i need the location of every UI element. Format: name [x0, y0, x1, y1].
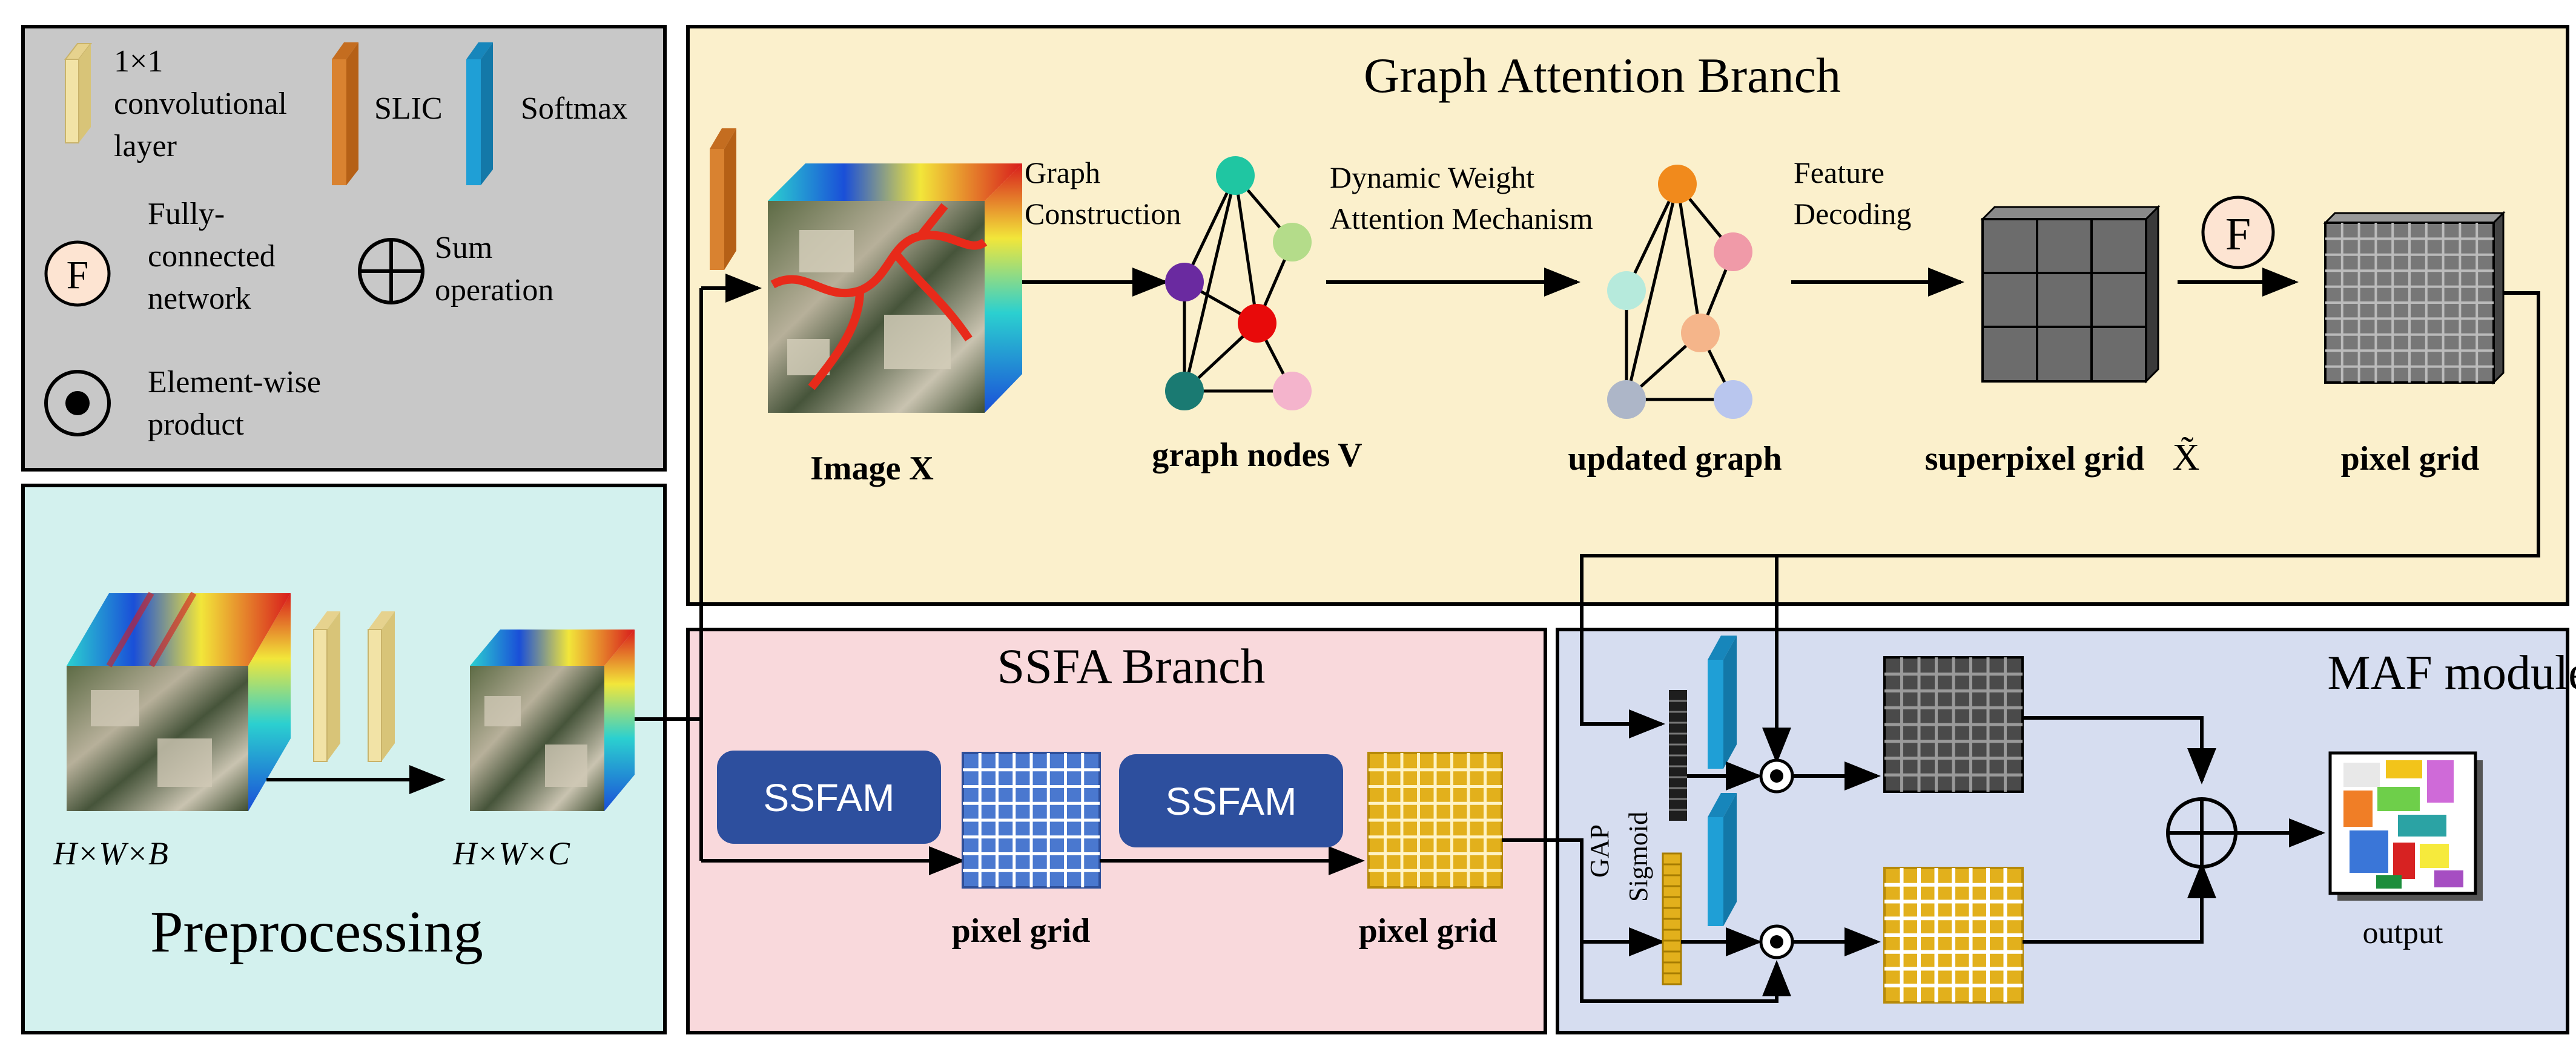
- input-dims-label: H×W×B: [53, 835, 168, 872]
- superpixel-grid: [1980, 205, 2161, 384]
- weighted-graph-grid: [1883, 656, 2024, 793]
- output-label: output: [2363, 916, 2443, 950]
- graph-construction-label: Graph Construction: [1025, 156, 1181, 231]
- softmax-swatch: [466, 42, 493, 185]
- conv-layer-swatch: [64, 43, 93, 143]
- ssfa-grid2-label: pixel grid: [1359, 912, 1498, 950]
- fully-connected-icon: F: [44, 240, 111, 307]
- element-wise-product-lower: [1759, 924, 1794, 959]
- preprocessing-title: Preprocessing: [150, 899, 483, 965]
- preprocessing: H×W×B H×W×C Preprocessing: [53, 591, 635, 965]
- ssfa-branch: SSFA Branch SSFAM pixel grid SSFAM pixel…: [717, 639, 1503, 950]
- preprocess-to-branches-connector: [635, 274, 965, 875]
- ssfa-branch-title: SSFA Branch: [997, 639, 1266, 694]
- updated-graph: [1607, 165, 1752, 419]
- input-hyperspectral-cube: [67, 591, 291, 811]
- fully-connected-label: Fully- connected network: [148, 197, 283, 316]
- graph-pixel-grid: [2323, 211, 2506, 385]
- maf-title: MAF module: [2327, 646, 2576, 700]
- reduced-cube: [470, 630, 635, 811]
- svg-text:F: F: [67, 253, 89, 297]
- sigmoid-label: Sigmoid: [1623, 812, 1653, 902]
- gap-label: GAP: [1585, 824, 1614, 878]
- grids-to-sum-connector: [2023, 716, 2216, 944]
- conv-layer-label: 1×1 convolutional layer: [114, 44, 295, 163]
- upper-attention-vector: [1669, 690, 1687, 821]
- legend: 1×1 convolutional layer SLIC Softmax F F…: [44, 42, 627, 442]
- lower-attention-vector: [1662, 852, 1682, 985]
- graph-to-maf-connector: [1580, 291, 2540, 764]
- superpixel-symbol: X̃: [2173, 437, 2200, 478]
- conv-layer-2: [368, 611, 395, 762]
- ssfa-pixel-grid-2: [1367, 752, 1503, 889]
- sum-label: Sum operation: [435, 231, 553, 307]
- softmax-block-upper: [1708, 636, 1737, 769]
- graph-nodes-v: [1165, 156, 1312, 410]
- weighted-ssfa-grid: [1883, 867, 2024, 1004]
- output-classification-map: [2328, 751, 2483, 901]
- attention-mechanism-label: Dynamic Weight Attention Mechanism: [1330, 160, 1593, 235]
- feature-decoding-label: Feature Decoding: [1794, 156, 1911, 231]
- graph-attention-branch: Graph Attention Branch Image X Graph Con…: [710, 48, 2506, 487]
- svg-text:SSFAM: SSFAM: [1166, 780, 1297, 823]
- softmax-block-lower: [1708, 793, 1737, 926]
- slic-swatch: [332, 42, 358, 185]
- superpixel-grid-label: superpixel grid: [1925, 440, 2144, 478]
- softmax-label: Softmax: [521, 91, 627, 126]
- output-dims-label: H×W×C: [452, 835, 570, 872]
- slic-block: [710, 128, 736, 270]
- ssfam-block-2: SSFAM: [1119, 754, 1343, 847]
- maf-module: MAF module GAP Sigmoid: [1585, 636, 2576, 1004]
- element-wise-product-upper: [1759, 758, 1794, 794]
- svg-text:F: F: [2225, 209, 2251, 260]
- fully-connected-node: F: [2201, 196, 2275, 269]
- svg-text:SSFAM: SSFAM: [764, 776, 895, 820]
- ssfa-to-maf-connector: [1502, 838, 1791, 1003]
- conv-layer-1: [313, 611, 340, 762]
- element-wise-product-icon: [44, 370, 111, 436]
- graph-pixel-grid-label: pixel grid: [2341, 440, 2480, 478]
- graph-branch-title: Graph Attention Branch: [1364, 48, 1841, 103]
- element-wise-product-label: Element-wise product: [148, 365, 329, 442]
- image-x-label: Image X: [810, 450, 934, 487]
- slic-label: SLIC: [374, 91, 443, 126]
- ssfa-grid1-label: pixel grid: [952, 912, 1091, 950]
- sum-icon: [358, 238, 424, 304]
- updated-graph-label: updated graph: [1568, 440, 1782, 478]
- sum-operation: [2166, 797, 2237, 869]
- ssfam-block-1: SSFAM: [717, 751, 941, 844]
- image-x-cube: [768, 163, 1022, 413]
- graph-nodes-label: graph nodes V: [1152, 436, 1362, 474]
- ssfa-pixel-grid-1: [962, 752, 1101, 889]
